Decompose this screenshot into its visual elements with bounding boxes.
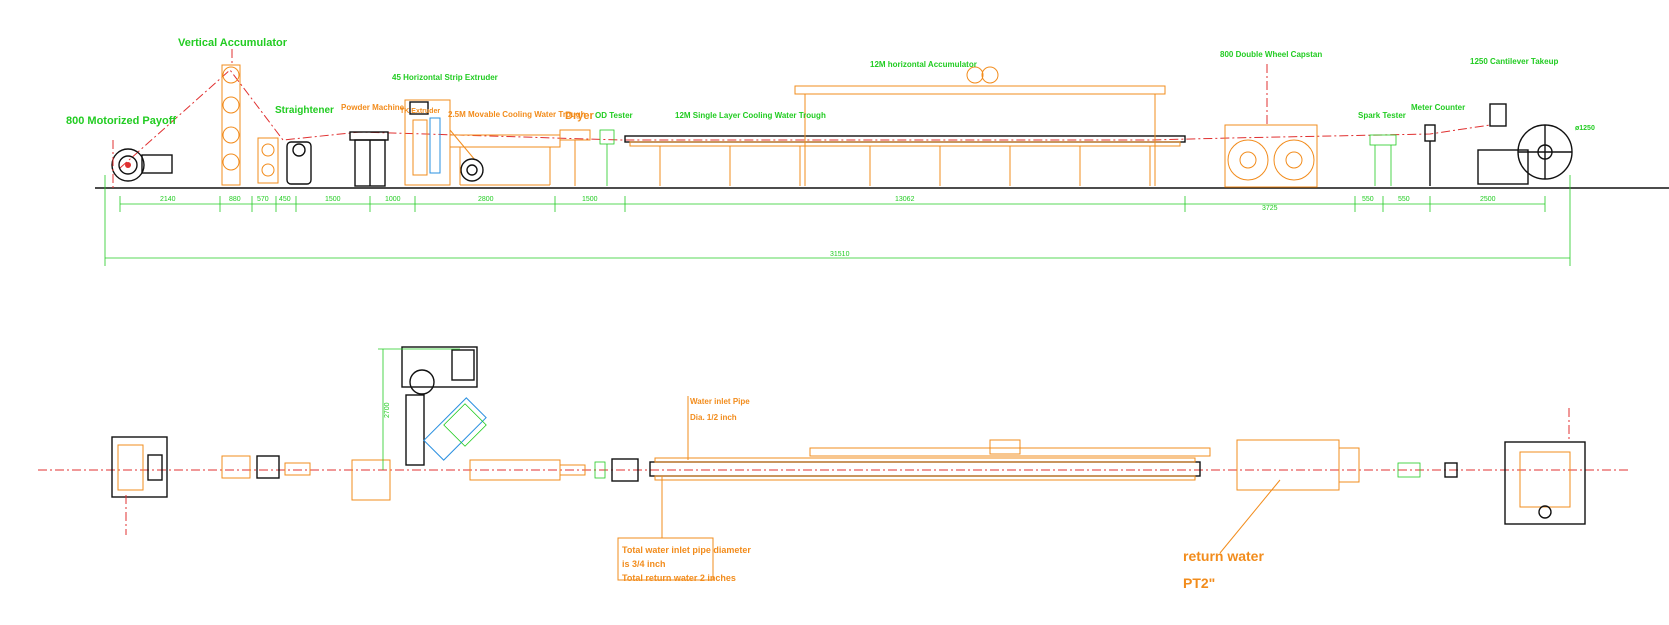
single-layer-cooling-trough: [624, 135, 1186, 186]
dim-3725: 3725: [1262, 205, 1278, 212]
od-tester: [599, 129, 615, 186]
dim-1500a: 1500: [325, 196, 341, 203]
accumulator-plan: [221, 455, 311, 479]
label-tk-extruder: TK Extruder: [400, 108, 440, 115]
dryer-plan: [611, 458, 639, 482]
label-water-inlet-dia: Dia. 1/2 inch: [690, 413, 737, 422]
label-total-return: Total return water 2 inches: [622, 573, 736, 583]
plan-view: 2700: [38, 346, 1630, 591]
dim-550b: 550: [1398, 196, 1410, 203]
horizontal-accumulator: [794, 66, 1166, 186]
dimension-chain: [104, 175, 1571, 266]
strip-extruder: [404, 99, 484, 186]
powder-machine-plan: [351, 459, 391, 501]
capstan-tail-plan: [1338, 447, 1360, 483]
label-od-tester: OD Tester: [595, 111, 633, 120]
dryer: [559, 129, 591, 186]
dim-13062: 13062: [895, 196, 915, 203]
label-meter-counter: Meter Counter: [1411, 103, 1465, 112]
elevation-view: Vertical Accumulator 800 Motorized Payof…: [66, 37, 1669, 266]
cantilever-takeup: [1477, 103, 1573, 185]
label-dryer: Dryer: [565, 110, 594, 122]
label-motorized-payoff: 800 Motorized Payoff: [66, 115, 176, 127]
movable-cooling-water-trough: [449, 134, 561, 186]
dim-1000: 1000: [385, 196, 401, 203]
label-total-inlet-size: is 3/4 inch: [622, 559, 666, 569]
label-vertical-accumulator: Vertical Accumulator: [178, 37, 288, 49]
label-single-layer-trough: 12M Single Layer Cooling Water Trough: [675, 111, 826, 120]
powder-machine: [349, 131, 389, 187]
extruder-plan: [378, 346, 487, 470]
motorized-payoff: [111, 140, 173, 188]
label-cantilever-takeup: 1250 Cantilever Takeup: [1470, 57, 1558, 66]
spark-tester: [1369, 134, 1397, 186]
angled-extruder: [423, 397, 487, 461]
dim-450: 450: [279, 196, 291, 203]
dim-extruder-height: 2700: [384, 402, 391, 418]
dim-accumulator: 880: [229, 196, 241, 203]
meter-counter-plan: [1444, 462, 1458, 478]
label-takeup-diameter: ø1250: [1575, 125, 1595, 132]
dim-1500b: 1500: [582, 196, 598, 203]
label-horizontal-accumulator: 12M horizontal Accumulator: [870, 60, 977, 69]
label-movable-trough: 2.5M Movable Cooling Water Trough: [448, 110, 586, 119]
dim-550a: 550: [1362, 196, 1374, 203]
dim-2800: 2800: [478, 196, 494, 203]
accumulator-frame-plan: [809, 439, 1211, 457]
label-spark-tester: Spark Tester: [1358, 111, 1406, 120]
straightener: [286, 141, 312, 185]
capstan-plan: [1236, 439, 1340, 491]
label-water-inlet: Water inlet Pipe: [690, 397, 750, 406]
dim-2500: 2500: [1480, 196, 1496, 203]
label-capstan: 800 Double Wheel Capstan: [1220, 50, 1322, 59]
takeup-plan: [1504, 408, 1586, 525]
cooling-trough-plan: [649, 457, 1201, 481]
label-total-inlet: Total water inlet pipe diameter: [622, 545, 751, 555]
dim-total: 31510: [830, 251, 850, 258]
vertical-accumulator: [221, 64, 279, 186]
label-return-pt: PT2": [1183, 575, 1215, 591]
double-wheel-capstan: [1224, 124, 1318, 188]
movable-trough-plan: [469, 459, 586, 481]
label-return-water: return water: [1183, 548, 1264, 564]
cable-path-elevation: [119, 69, 1491, 169]
od-tester-plan: [594, 461, 606, 479]
dim-570: 570: [257, 196, 269, 203]
label-strip-extruder: 45 Horizontal Strip Extruder: [392, 73, 498, 82]
spark-tester-plan: [1397, 462, 1421, 478]
label-powder-machine: Powder Machine: [341, 103, 405, 112]
label-straightener: Straightener: [275, 105, 334, 116]
meter-counter: [1424, 124, 1436, 186]
dim-payoff: 2140: [160, 196, 176, 203]
payoff-plan: [111, 436, 168, 535]
